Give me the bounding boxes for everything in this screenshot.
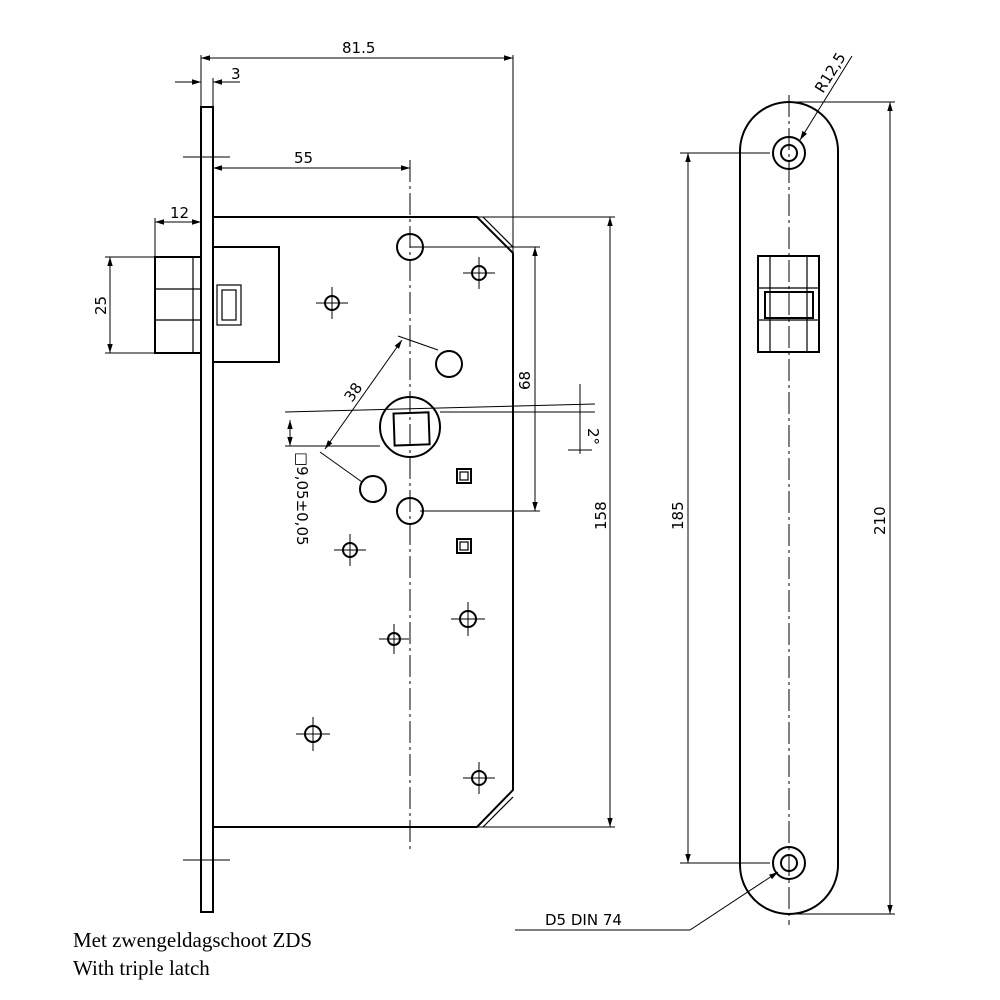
lock-case-body bbox=[213, 216, 514, 828]
latch-housing bbox=[212, 246, 280, 363]
dim-158: 158 bbox=[592, 501, 610, 530]
square-hole-1 bbox=[456, 468, 472, 484]
dim-81-5: 81.5 bbox=[342, 39, 375, 57]
latch-bolt bbox=[154, 256, 202, 354]
hole-lower-left bbox=[359, 475, 387, 503]
front-view: 185 210 R12,5 D5 DIN 74 bbox=[515, 49, 895, 931]
dim-spindle-square: □9,05±0,05 bbox=[293, 452, 311, 546]
dim-68: 68 bbox=[516, 371, 534, 390]
dim-185: 185 bbox=[669, 501, 687, 530]
dim-25: 25 bbox=[92, 296, 110, 315]
screw-hole-bottom bbox=[772, 846, 806, 880]
dim-55: 55 bbox=[294, 149, 313, 167]
hole-angled bbox=[435, 350, 463, 378]
side-view: 81.5 3 55 12 25 68 158 38 bbox=[92, 39, 615, 913]
square-hole-2 bbox=[456, 538, 472, 554]
caption-dutch: Met zwengeldagschoot ZDS bbox=[73, 928, 313, 952]
case-bevel-top bbox=[482, 216, 514, 248]
screw-holes bbox=[296, 257, 495, 794]
faceplate-side bbox=[200, 106, 214, 913]
latch-inner bbox=[216, 284, 242, 326]
dim-radius: R12,5 bbox=[811, 49, 849, 96]
case-bevel-bottom bbox=[482, 796, 514, 828]
dim-12: 12 bbox=[170, 204, 189, 222]
dim-3: 3 bbox=[231, 65, 241, 83]
dim-38: 38 bbox=[341, 379, 367, 405]
spindle-square bbox=[392, 411, 431, 447]
caption-english: With triple latch bbox=[73, 956, 210, 980]
screw-spec-label: D5 DIN 74 bbox=[545, 911, 622, 929]
dim-2-deg: 2° bbox=[584, 428, 602, 445]
screw-hole-top bbox=[772, 136, 806, 170]
dim-210: 210 bbox=[871, 506, 889, 535]
